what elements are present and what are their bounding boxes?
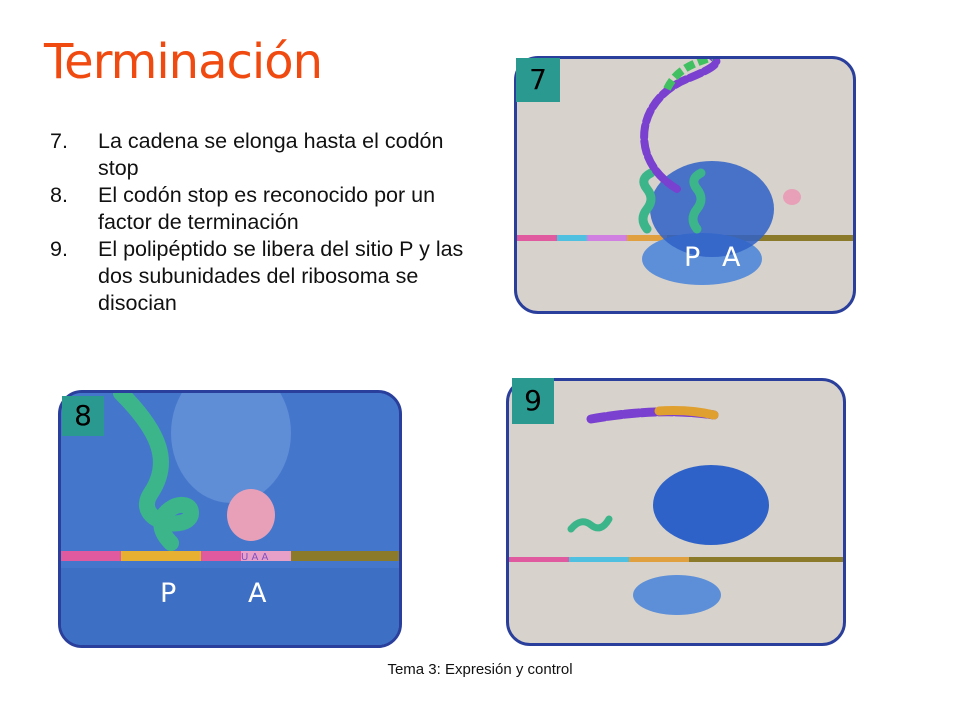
slide-footer: Tema 3: Expresión y control — [387, 661, 573, 678]
site-a-label: A — [722, 242, 741, 273]
slide-title: Terminación — [44, 34, 323, 90]
step-7-badge: 7 — [516, 58, 560, 102]
stop-codon-text: U A A — [241, 552, 269, 563]
step-9-badge: 9 — [512, 378, 554, 424]
step-text: La cadena se elonga hasta el codón stop — [98, 129, 444, 180]
ribosome-dissociation-illustration — [509, 406, 843, 615]
step-item: 9. El polipéptido se libera del sitio P … — [50, 236, 490, 317]
step-number: 9. — [50, 237, 68, 261]
site-p-label: P — [684, 242, 701, 273]
panel-step-7-image — [514, 56, 856, 314]
step-item: 8. El codón stop es reconocido por un fa… — [50, 182, 490, 236]
step-8-badge: 8 — [62, 396, 104, 436]
step-item: 7. La cadena se elonga hasta el codón st… — [50, 128, 490, 182]
panel-step-8-image: U A A — [58, 390, 402, 648]
step-text: El polipéptido se libera del sitio P y l… — [98, 237, 464, 315]
site-p-label: P — [160, 578, 177, 609]
panel-step-9-image — [506, 378, 846, 646]
termination-factor-illustration: U A A — [61, 393, 399, 645]
ribosome-elongation-illustration — [517, 59, 853, 285]
site-a-label: A — [248, 578, 267, 609]
step-number: 8. — [50, 183, 68, 207]
step-number: 7. — [50, 129, 68, 153]
step-text: El codón stop es reconocido por un facto… — [98, 183, 436, 234]
steps-list: 7. La cadena se elonga hasta el codón st… — [50, 128, 490, 317]
